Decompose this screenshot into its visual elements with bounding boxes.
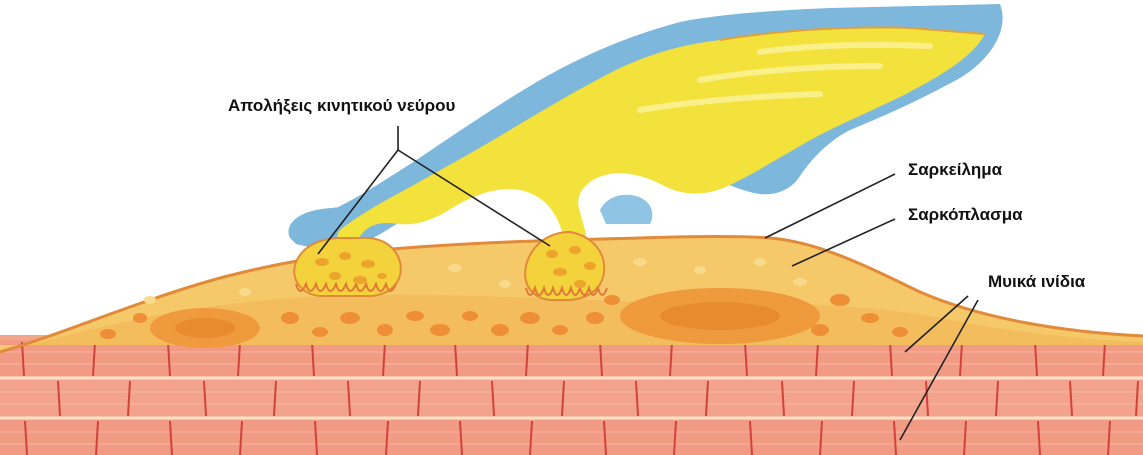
myofibril-band-1 xyxy=(0,340,1143,376)
axon xyxy=(337,28,985,247)
nucleus-left-core xyxy=(175,318,235,338)
myofibrils-group xyxy=(0,335,1143,455)
myofibril-band-2 xyxy=(0,380,1143,416)
label-myofibrils: Μυικά ινίδια xyxy=(988,272,1085,292)
label-sarcoplasm: Σαρκόπλασμα xyxy=(908,205,1023,225)
myelin-sheath-right-flap xyxy=(600,195,652,224)
label-sarcolemma: Σαρκείλημα xyxy=(908,160,1002,180)
nucleus-right-core xyxy=(660,302,780,330)
label-nerve-terminals: Απολήξεις κινητικού νεύρου xyxy=(228,96,455,116)
